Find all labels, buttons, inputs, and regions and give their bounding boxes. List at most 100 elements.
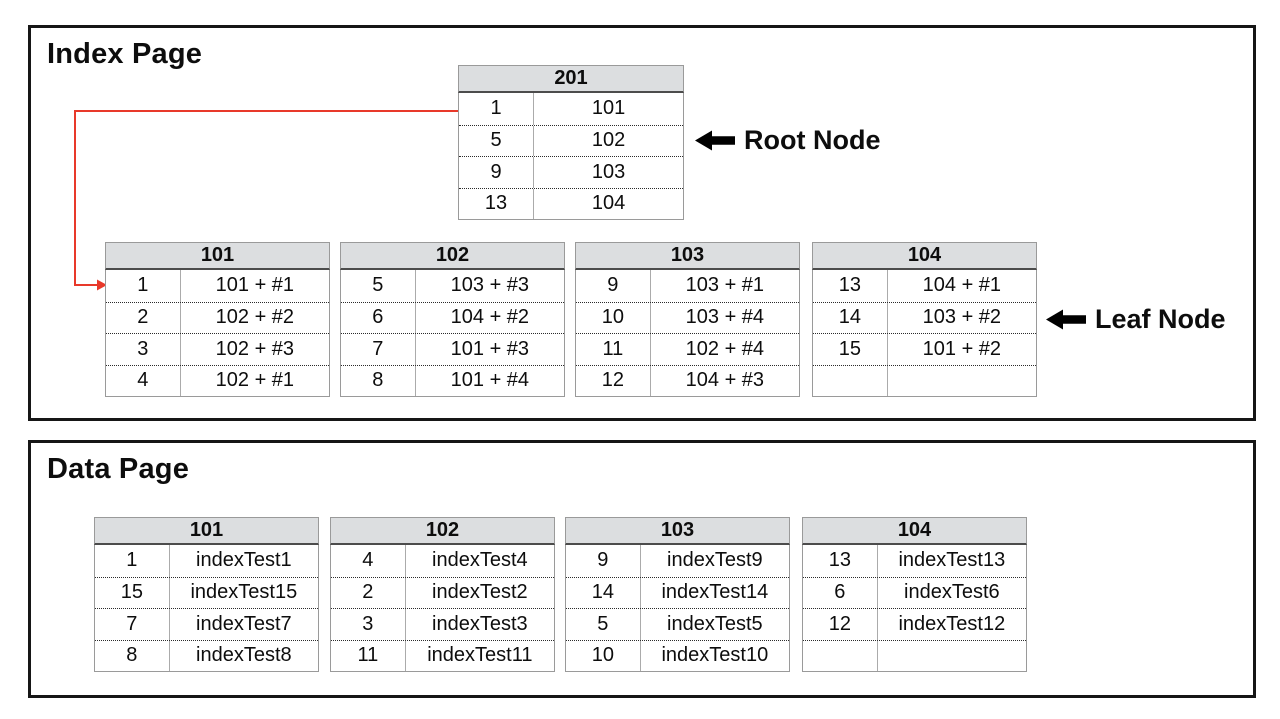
- key-cell: 12: [803, 609, 878, 640]
- table-row: 9 103: [459, 156, 683, 188]
- value-cell: 103: [591, 160, 626, 183]
- key-cell: 11: [331, 640, 406, 671]
- value-cell: [878, 641, 1026, 672]
- key-cell: 9: [459, 157, 535, 188]
- table-row: 8 indexTest8: [95, 639, 318, 671]
- value-cell: indexTest8: [196, 644, 292, 667]
- value-cell: 102 + #1: [215, 369, 295, 392]
- key-cell: 12: [576, 365, 651, 396]
- key-cell: 9: [576, 270, 651, 302]
- table-row: [803, 639, 1026, 672]
- value-cell: [888, 366, 1036, 397]
- key-cell: 13: [459, 188, 535, 219]
- key-cell: 10: [576, 302, 651, 333]
- table-row: 6 indexTest6: [803, 576, 1026, 608]
- table-row: [813, 364, 1036, 397]
- key-cell: 3: [331, 609, 406, 640]
- value-cell: 102 + #3: [215, 337, 295, 360]
- root-node-label: Root Node: [695, 125, 880, 156]
- key-cell: 15: [95, 577, 170, 608]
- table-row: 10 indexTest10: [566, 639, 789, 671]
- key-cell: 13: [803, 545, 878, 577]
- value-cell: indexTest13: [898, 549, 1006, 572]
- value-cell: 101 + #4: [450, 369, 530, 392]
- key-cell: 2: [331, 577, 406, 608]
- left-arrow-icon: [695, 130, 735, 151]
- left-arrow-icon: [1046, 309, 1086, 330]
- key-cell: 2: [106, 302, 181, 333]
- data-page-title: Data Page: [47, 453, 190, 485]
- value-cell: indexTest1: [196, 549, 292, 572]
- table-row: 13 indexTest13: [803, 545, 1026, 577]
- key-cell: 8: [341, 365, 416, 396]
- key-cell: 6: [803, 577, 878, 608]
- key-cell: 9: [566, 545, 641, 577]
- value-cell: indexTest10: [661, 644, 769, 667]
- key-cell: 13: [813, 270, 888, 302]
- value-cell: 102 + #4: [685, 337, 765, 360]
- value-cell: indexTest15: [190, 581, 298, 604]
- value-cell: indexTest14: [661, 581, 769, 604]
- value-cell: 104 + #2: [450, 306, 530, 329]
- value-cell: indexTest9: [667, 549, 763, 572]
- table-header: 102: [330, 517, 555, 545]
- value-cell: 104 + #3: [685, 369, 765, 392]
- value-cell: indexTest6: [904, 581, 1000, 604]
- value-cell: 101: [591, 97, 626, 120]
- table-row: 9 indexTest9: [566, 545, 789, 577]
- leaf-node-label: Leaf Node: [1046, 304, 1226, 335]
- key-cell: 14: [566, 577, 641, 608]
- value-cell: 104: [591, 192, 626, 215]
- key-cell: 15: [813, 334, 888, 365]
- table-header: 104: [802, 517, 1027, 545]
- key-cell: 8: [95, 640, 170, 671]
- key-cell: [813, 365, 888, 396]
- key-cell: 5: [566, 609, 641, 640]
- value-cell: 101 + #1: [215, 274, 295, 297]
- root-node-label-text: Root Node: [744, 125, 881, 155]
- key-cell: 10: [566, 640, 641, 671]
- root-table-header: 201: [458, 65, 684, 93]
- table-header: 104: [812, 242, 1037, 270]
- value-cell: indexTest2: [432, 581, 528, 604]
- key-cell: 4: [106, 365, 181, 396]
- key-cell: 4: [331, 545, 406, 577]
- key-cell: 6: [341, 302, 416, 333]
- table-header: 103: [575, 242, 800, 270]
- value-cell: indexTest3: [432, 612, 528, 635]
- leaf-node-label-text: Leaf Node: [1095, 304, 1226, 334]
- value-cell: 101 + #3: [450, 337, 530, 360]
- table-row: 3 indexTest3: [331, 608, 554, 640]
